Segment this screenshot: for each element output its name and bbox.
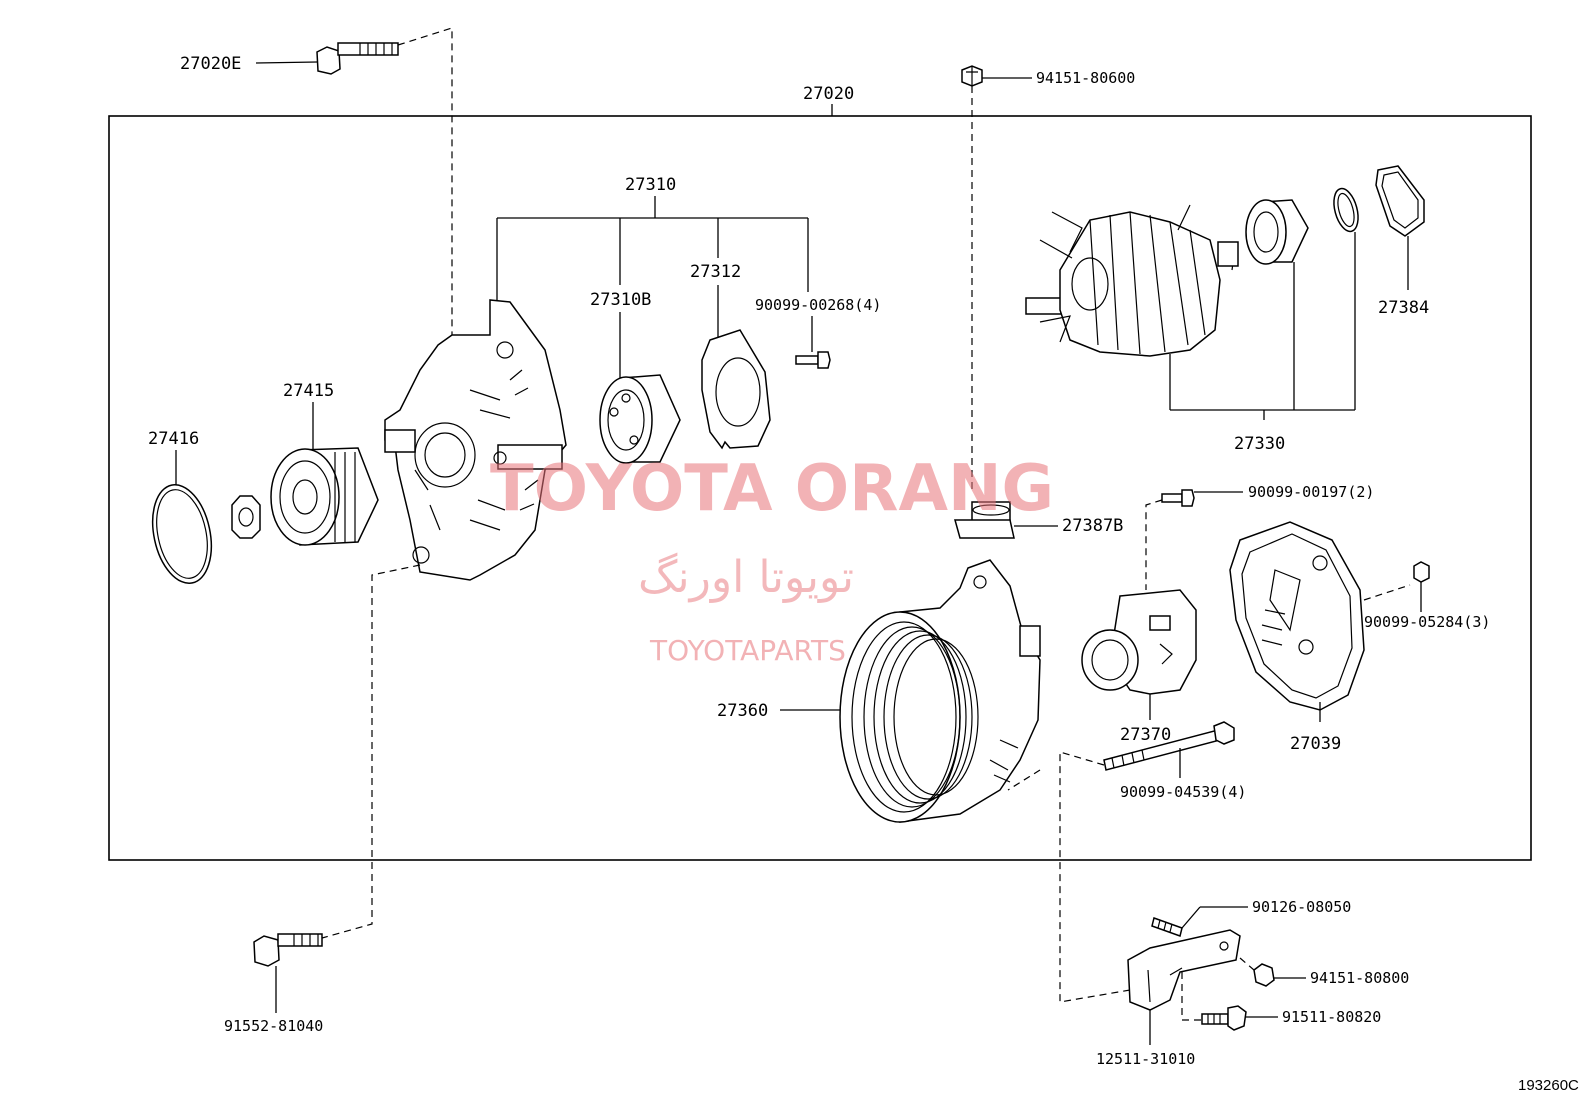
label-94151-80800[interactable]: 94151-80800: [1310, 969, 1409, 987]
label-27312[interactable]: 27312: [690, 262, 741, 282]
nut-94151-80800[interactable]: [1253, 963, 1275, 987]
label-27384[interactable]: 27384: [1378, 298, 1429, 318]
bracket-12511-31010[interactable]: [1127, 929, 1241, 1011]
rear-cover-27039[interactable]: [1229, 521, 1365, 711]
label-27330[interactable]: 27330: [1234, 434, 1285, 454]
figure-code: 193260C: [1518, 1077, 1579, 1094]
rear-frame-27360[interactable]: [839, 559, 1041, 823]
label-90099-00268[interactable]: 90099-00268(4): [755, 296, 881, 314]
watermark-brand-fa: تویوتا اورنگ: [638, 552, 854, 603]
label-27020E[interactable]: 27020E: [180, 54, 241, 74]
assembly-frame: [108, 115, 1532, 861]
bearing-27310B[interactable]: [599, 374, 681, 464]
bolt-91511-80820[interactable]: [1201, 1005, 1247, 1031]
regulator-27370[interactable]: [1081, 589, 1197, 695]
label-94151-80600[interactable]: 94151-80600: [1036, 69, 1135, 87]
plug-27387B[interactable]: [954, 501, 1015, 539]
label-91511-80820[interactable]: 91511-80820: [1282, 1008, 1381, 1026]
ring-27416[interactable]: [144, 479, 220, 588]
label-90099-00197[interactable]: 90099-00197(2): [1248, 483, 1374, 501]
label-90099-05284[interactable]: 90099-05284(3): [1364, 613, 1490, 631]
label-27360[interactable]: 27360: [717, 701, 768, 721]
label-27370[interactable]: 27370: [1120, 725, 1171, 745]
label-12511-31010[interactable]: 12511-31010: [1096, 1050, 1195, 1068]
label-27415[interactable]: 27415: [283, 381, 334, 401]
pulley-27415[interactable]: [270, 447, 379, 546]
screw-90099-00268[interactable]: [795, 351, 831, 369]
nut-94151-80600[interactable]: [961, 65, 983, 87]
drive-end-frame-27310[interactable]: [384, 299, 567, 581]
label-27310B[interactable]: 27310B: [590, 290, 651, 310]
watermark-brand: TOYOTA ORANG: [490, 452, 1054, 526]
rotor-bearing[interactable]: [1245, 199, 1309, 265]
stud-90126-08050[interactable]: [1151, 917, 1183, 937]
bolt-27020E[interactable]: [316, 42, 399, 75]
nut-90099-05284[interactable]: [1413, 561, 1430, 583]
cover-27384[interactable]: [1375, 165, 1425, 237]
bolt-91552-81040[interactable]: [253, 933, 323, 967]
nut-pulley[interactable]: [231, 495, 261, 539]
label-27039[interactable]: 27039: [1290, 734, 1341, 754]
label-90126-08050[interactable]: 90126-08050: [1252, 898, 1351, 916]
label-90099-04539[interactable]: 90099-04539(4): [1120, 783, 1246, 801]
label-27387B[interactable]: 27387B: [1062, 516, 1123, 536]
bolt-90099-04539[interactable]: [1103, 721, 1235, 771]
rotor-ring[interactable]: [1330, 186, 1363, 234]
rotor-27330[interactable]: [1025, 204, 1239, 357]
watermark-site: TOYOTAPARTS: [649, 634, 846, 667]
label-27310[interactable]: 27310: [625, 175, 676, 195]
label-27020[interactable]: 27020: [803, 84, 854, 104]
label-27416[interactable]: 27416: [148, 429, 199, 449]
plate-27312[interactable]: [701, 329, 771, 450]
label-91552-81040[interactable]: 91552-81040: [224, 1017, 323, 1035]
screw-90099-00197[interactable]: [1161, 489, 1195, 507]
